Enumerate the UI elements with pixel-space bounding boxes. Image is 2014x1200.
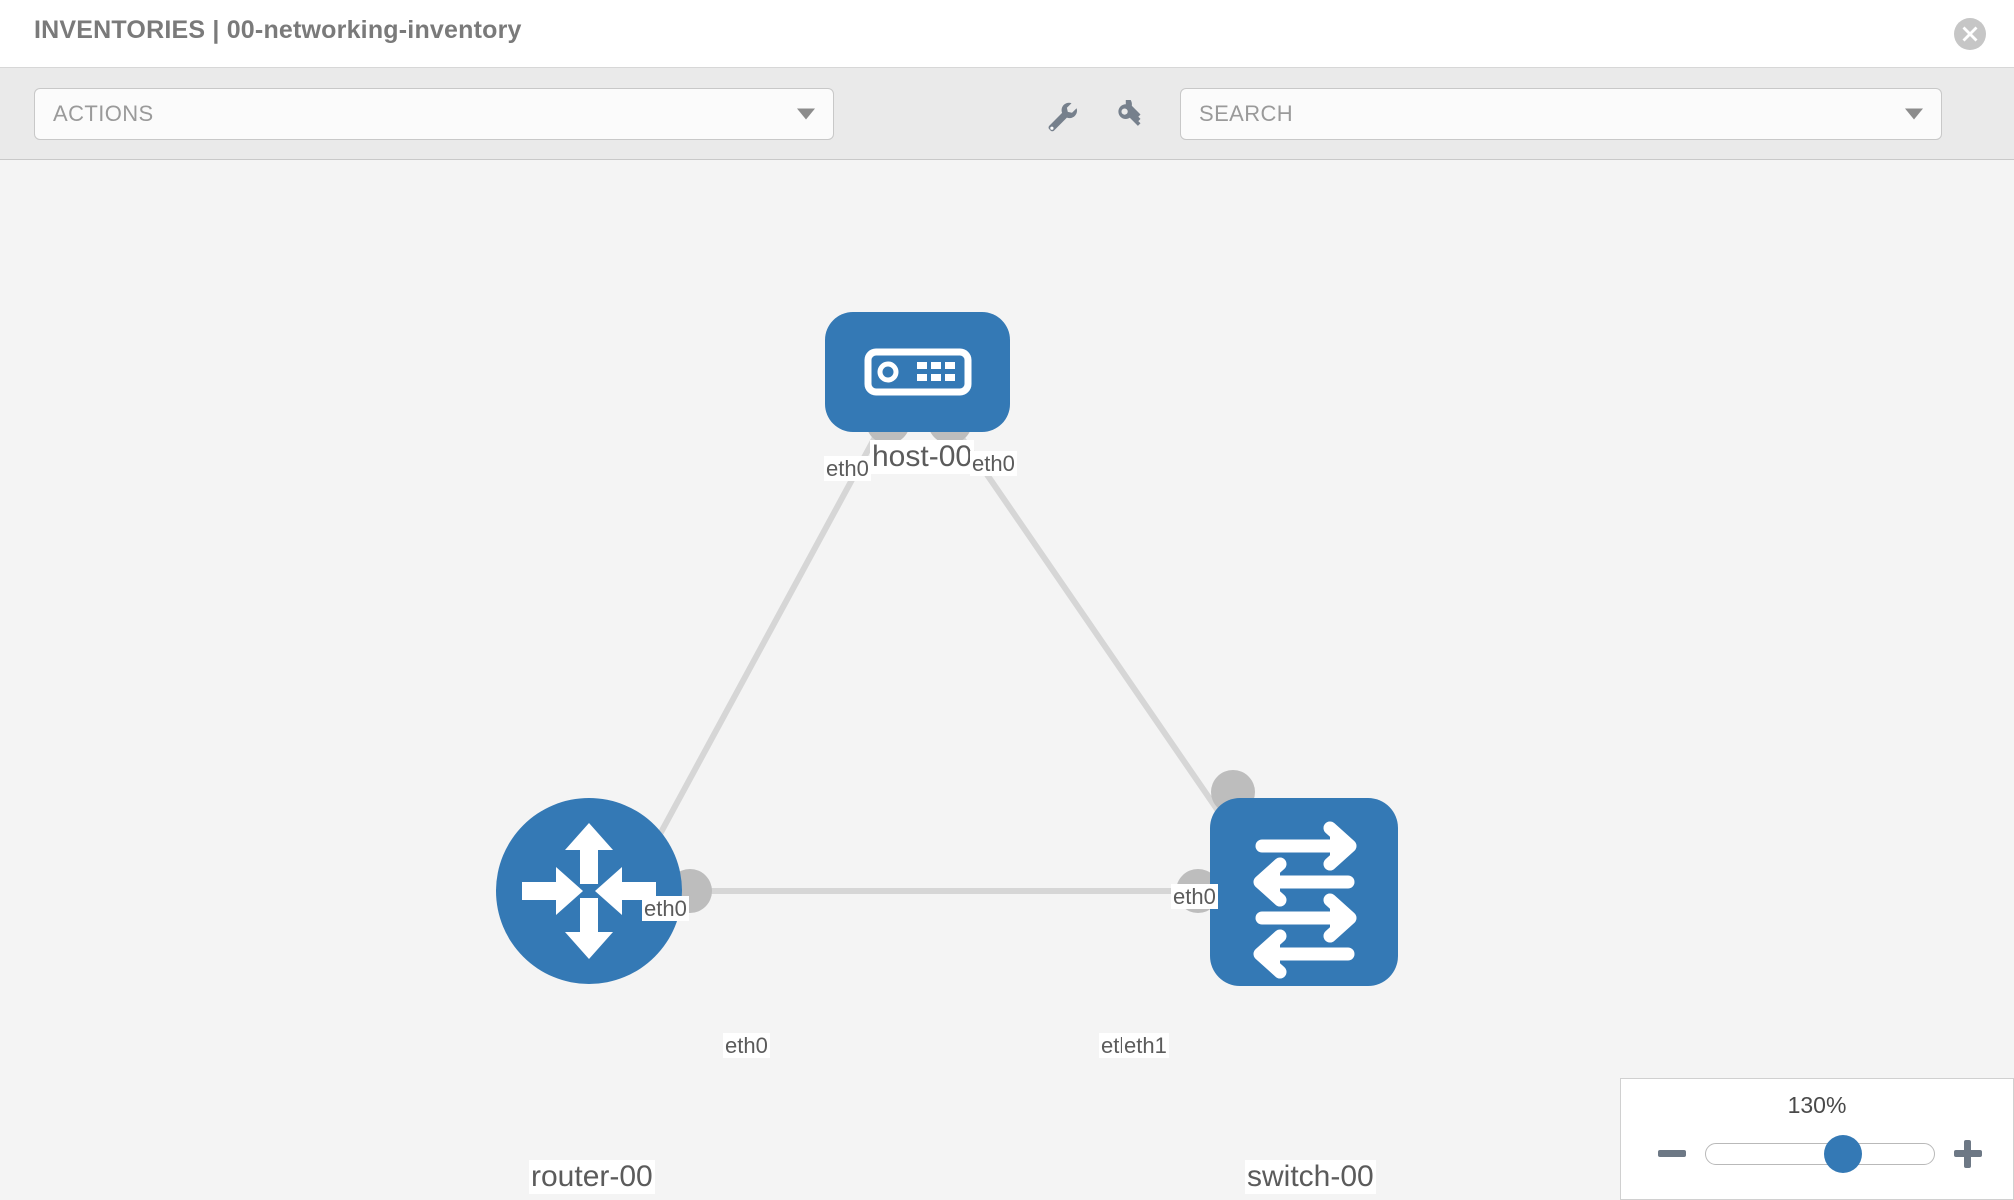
topology-graph	[496, 312, 1398, 986]
node-label-host-00: host-00	[870, 440, 975, 474]
topology-canvas[interactable]: eth0 host-00 eth0 eth0 eth0 eth0 eth0 et…	[0, 160, 2014, 1200]
page-header: INVENTORIES | 00-networking-inventory	[0, 0, 2014, 68]
node-switch-00	[1210, 798, 1398, 986]
edge-host-switch	[952, 426, 1248, 852]
actions-dropdown-label: ACTIONS	[53, 101, 154, 126]
node-host-00	[825, 312, 1010, 432]
search-placeholder: SEARCH	[1199, 101, 1294, 126]
interface-label-host-left: eth0	[824, 456, 871, 482]
edge-host-router	[643, 426, 883, 862]
close-icon[interactable]	[1954, 18, 1986, 50]
router-arrows-icon	[522, 823, 656, 959]
node-router-00-shape	[496, 798, 682, 984]
interface-label-switch-upper: eth0	[1171, 884, 1218, 910]
zoom-out-button[interactable]	[1655, 1137, 1689, 1171]
actions-dropdown[interactable]: ACTIONS	[34, 88, 834, 140]
zoom-level-value: 130%	[1787, 1092, 1847, 1118]
interface-label-host-right: eth0	[970, 451, 1017, 477]
zoom-slider-track[interactable]	[1705, 1135, 1935, 1173]
node-label-router-00: router-00	[529, 1160, 655, 1194]
wrench-icon[interactable]	[1040, 100, 1084, 132]
key-icon[interactable]	[1110, 96, 1154, 132]
interface-label-router-right: eth0	[723, 1033, 770, 1059]
search-input[interactable]: SEARCH	[1180, 88, 1942, 140]
interface-label-router-upper: eth0	[642, 896, 689, 922]
node-label-switch-00: switch-00	[1245, 1160, 1376, 1194]
zoom-slider-handle[interactable]	[1823, 1135, 1862, 1173]
chevron-down-icon	[797, 108, 815, 120]
zoom-in-button[interactable]	[1951, 1137, 1985, 1171]
node-router-00	[496, 798, 682, 984]
switch-arrows-icon	[1253, 821, 1357, 979]
node-host-00-shape	[825, 312, 1010, 432]
topology-edges	[643, 426, 1248, 894]
toolbar: ACTIONS SEARCH	[0, 68, 2014, 160]
zoom-control-panel: 130%	[1620, 1078, 2014, 1200]
chevron-down-icon	[1905, 108, 1923, 120]
server-icon	[864, 348, 972, 396]
interface-label-switch-left: eth1	[1122, 1033, 1169, 1059]
page-title: INVENTORIES | 00-networking-inventory	[34, 16, 522, 44]
